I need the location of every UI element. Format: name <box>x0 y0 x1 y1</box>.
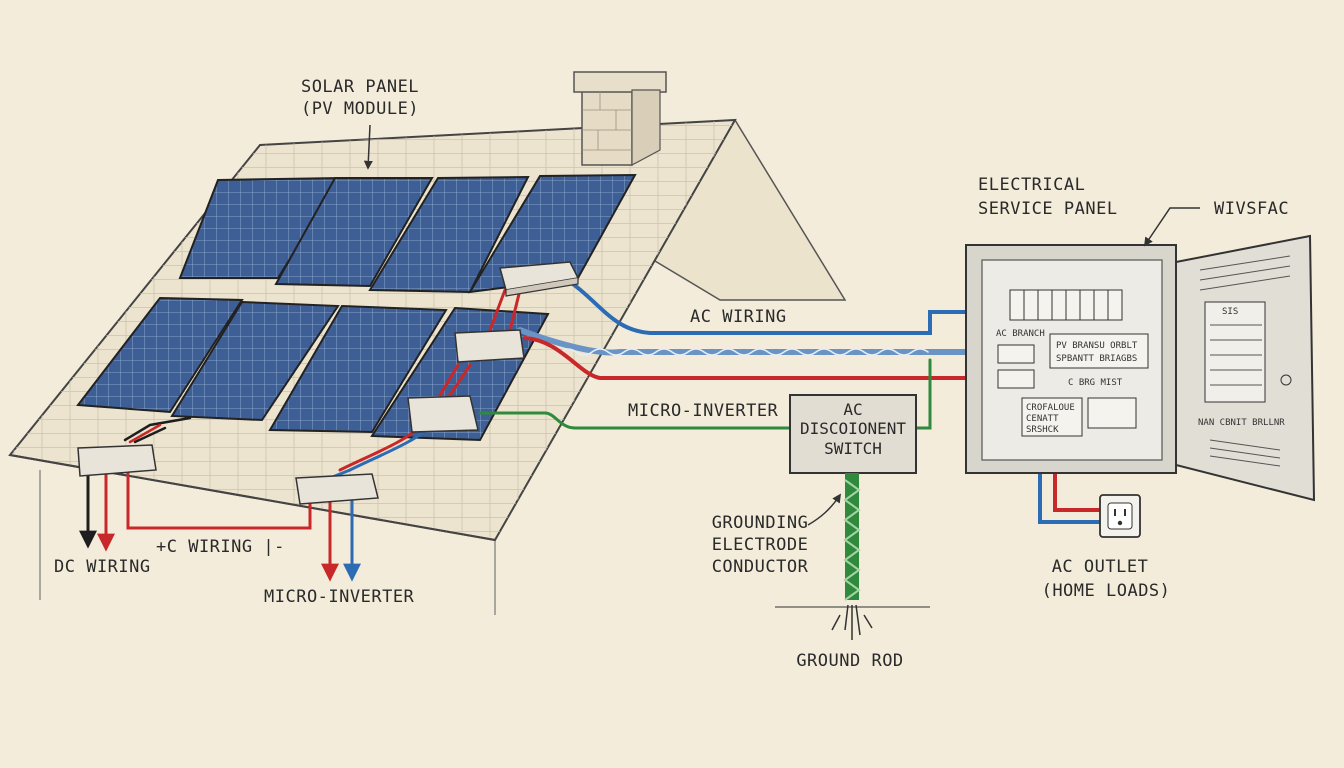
arrow-icon <box>363 124 373 170</box>
micro-inverter-box-icon <box>295 473 379 505</box>
solar-panel-label-2: (PV MODULE) <box>301 99 419 119</box>
solar-panel-label-1: SOLAR PANEL <box>301 77 419 97</box>
wiring <box>79 273 1107 582</box>
arrow-icon <box>1143 207 1200 247</box>
wivsfac-label: WIVSFAC <box>1214 199 1289 219</box>
chimney-icon <box>573 71 667 167</box>
ac-disconnect-line2: DISCOIONENT <box>800 419 906 438</box>
ac-outlet-label-2: (HOME LOADS) <box>1042 581 1171 601</box>
ground-block-line1: CROFALOUE <box>1026 403 1075 413</box>
ac-disconnect-line3: SWITCH <box>824 439 882 458</box>
solar-panel-icon <box>76 296 244 414</box>
ground-rod-icon <box>775 473 930 640</box>
solar-panels <box>76 173 637 442</box>
breaker-row <box>1009 289 1123 321</box>
pv-branch-line2: SPBANTT BRIAGBS <box>1056 354 1137 364</box>
micro-inverter-box-icon <box>407 395 479 433</box>
ac-wiring-label: AC WIRING <box>690 307 787 327</box>
ground-rod-label: GROUND ROD <box>796 651 903 671</box>
ac-disconnect-box-icon: AC DISCOIONENT SWITCH <box>789 394 917 474</box>
plus-c-wiring-label: +C WIRING |- <box>156 537 285 557</box>
solar-panel-icon <box>170 300 340 422</box>
door-bottom-label: NAN CBNIT BRLLNR <box>1198 418 1285 428</box>
dc-wiring-label: DC WIRING <box>54 557 151 577</box>
micro-inverter-box-icon <box>77 444 157 477</box>
micro-inverter-label-mid: MICRO-INVERTER <box>628 401 779 421</box>
ac-wire-red <box>523 336 1002 380</box>
ac-disconnect-line1: AC <box>843 400 862 419</box>
ground-block-line3: SRSHCK <box>1026 425 1059 435</box>
grounding-label-3: CONDUCTOR <box>712 557 809 577</box>
service-panel-label-2: SERVICE PANEL <box>978 199 1118 219</box>
ac-conduit <box>517 327 1003 356</box>
solar-panel-icon <box>178 176 342 279</box>
arrow-icon <box>807 493 841 526</box>
solar-panel-icon <box>268 304 448 434</box>
service-panel-label-1: ELECTRICAL <box>978 175 1085 195</box>
house-wall <box>39 470 496 615</box>
micro-inverter-box-icon <box>499 261 580 297</box>
door-top-label: SIS <box>1222 307 1238 317</box>
ac-wire-blue <box>558 273 1012 335</box>
micro-inverters <box>77 261 580 505</box>
micro-inverter-label-bottom: MICRO-INVERTER <box>264 587 415 607</box>
solar-panel-icon <box>274 177 434 288</box>
micro-inverter-box-icon <box>454 329 525 363</box>
c-branch-label: C BRG MIST <box>1068 378 1123 388</box>
ac-outlet-label-1: AC OUTLET <box>1052 557 1149 577</box>
grounding-label-1: GROUNDING <box>712 513 809 533</box>
ground-block-line2: CENATT <box>1026 414 1059 424</box>
ground-wire <box>478 411 792 430</box>
service-panel-icon: PV BRANSU ORBLT SPBANTT BRIAGBS AC BRANC… <box>965 234 1316 502</box>
ac-branch-label: AC BRANCH <box>996 329 1045 339</box>
pv-branch-line1: PV BRANSU ORBLT <box>1056 341 1138 351</box>
outlet-icon <box>1099 494 1141 538</box>
grounding-label-2: ELECTRODE <box>712 535 809 555</box>
